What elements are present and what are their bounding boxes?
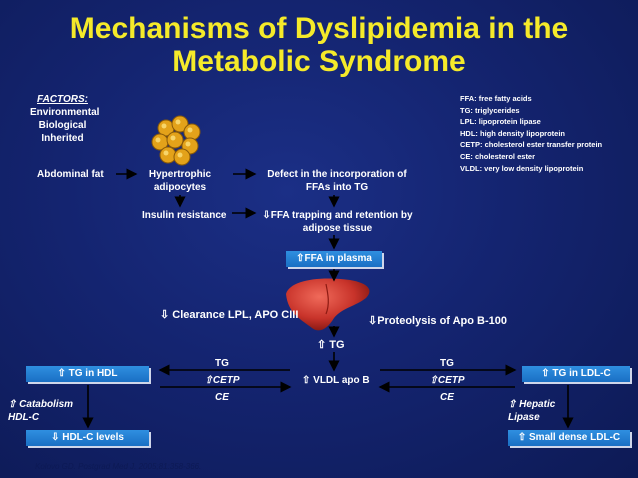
factors-heading: FACTORS: <box>37 94 88 105</box>
ce-left-label: CE <box>215 392 229 403</box>
proteolysis-label: ⇩Proteolysis of Apo B-100 <box>368 315 508 327</box>
hypertrophic-adipocytes-label: Hypertrophic adipocytes <box>148 169 212 193</box>
tg-in-ldl-box: ⇧ TG in LDL-C <box>522 366 630 382</box>
abbreviation-legend: FFA: free fatty acids TG: triglycerides … <box>460 93 635 174</box>
legend-item: TG: triglycerides <box>460 105 520 115</box>
hepatic-lipase-label: ⇧ Hepatic Lipase <box>508 399 556 423</box>
clearance-label: ⇩ Clearance LPL, APO CIII <box>160 309 299 321</box>
insulin-resistance-label: Insulin resistance <box>142 210 227 221</box>
factors-block: FACTORS: Environmental Biological Inheri… <box>30 93 100 145</box>
vldl-apo-b-label: ⇧ VLDL apo B <box>302 375 370 386</box>
tg-increase-label: ⇧ TG <box>317 339 345 351</box>
small-dense-ldl-box: ⇧ Small dense LDL-C <box>508 430 630 446</box>
ffa-in-plasma-box: ⇧FFA in plasma <box>286 251 382 267</box>
legend-item: VLDL: very low density lipoprotein <box>460 163 584 173</box>
tg-left-label: TG <box>215 358 229 369</box>
page-title: Mechanisms of Dyslipidemia in the Metabo… <box>69 12 569 78</box>
factor-item: Biological <box>38 120 87 131</box>
hdl-c-levels-box: ⇩ HDL-C levels <box>26 430 149 446</box>
cetp-right-label: ⇧CETP <box>429 375 465 386</box>
factor-item: Environmental <box>30 107 100 118</box>
legend-item: HDL: high density lipoprotein <box>460 128 565 138</box>
defect-incorporation-label: Defect in the incorporation of FFAs into… <box>267 169 407 193</box>
legend-item: FFA: free fatty acids <box>460 94 532 103</box>
abdominal-fat-label: Abdominal fat <box>37 169 104 180</box>
liver-image <box>286 278 370 331</box>
ce-right-label: CE <box>440 392 454 403</box>
cetp-left-label: ⇧CETP <box>204 375 240 386</box>
legend-item: CE: cholesterol ester <box>460 151 536 161</box>
adipocytes-image <box>151 115 201 166</box>
tg-right-label: TG <box>440 358 454 369</box>
legend-item: CETP: cholesterol ester transfer protein <box>460 140 603 150</box>
legend-item: LPL: lipoprotein lipase <box>460 117 541 127</box>
citation: Kolovo GD. Postgrad Med J. 2005;81:358-3… <box>35 462 202 471</box>
tg-in-hdl-box: ⇧ TG in HDL <box>26 366 149 382</box>
ffa-trapping-label: ⇩FFA trapping and retention by adipose t… <box>262 210 413 234</box>
factor-item: Inherited <box>41 133 84 144</box>
catabolism-label: ⇧ Catabolism HDL-C <box>8 399 74 423</box>
